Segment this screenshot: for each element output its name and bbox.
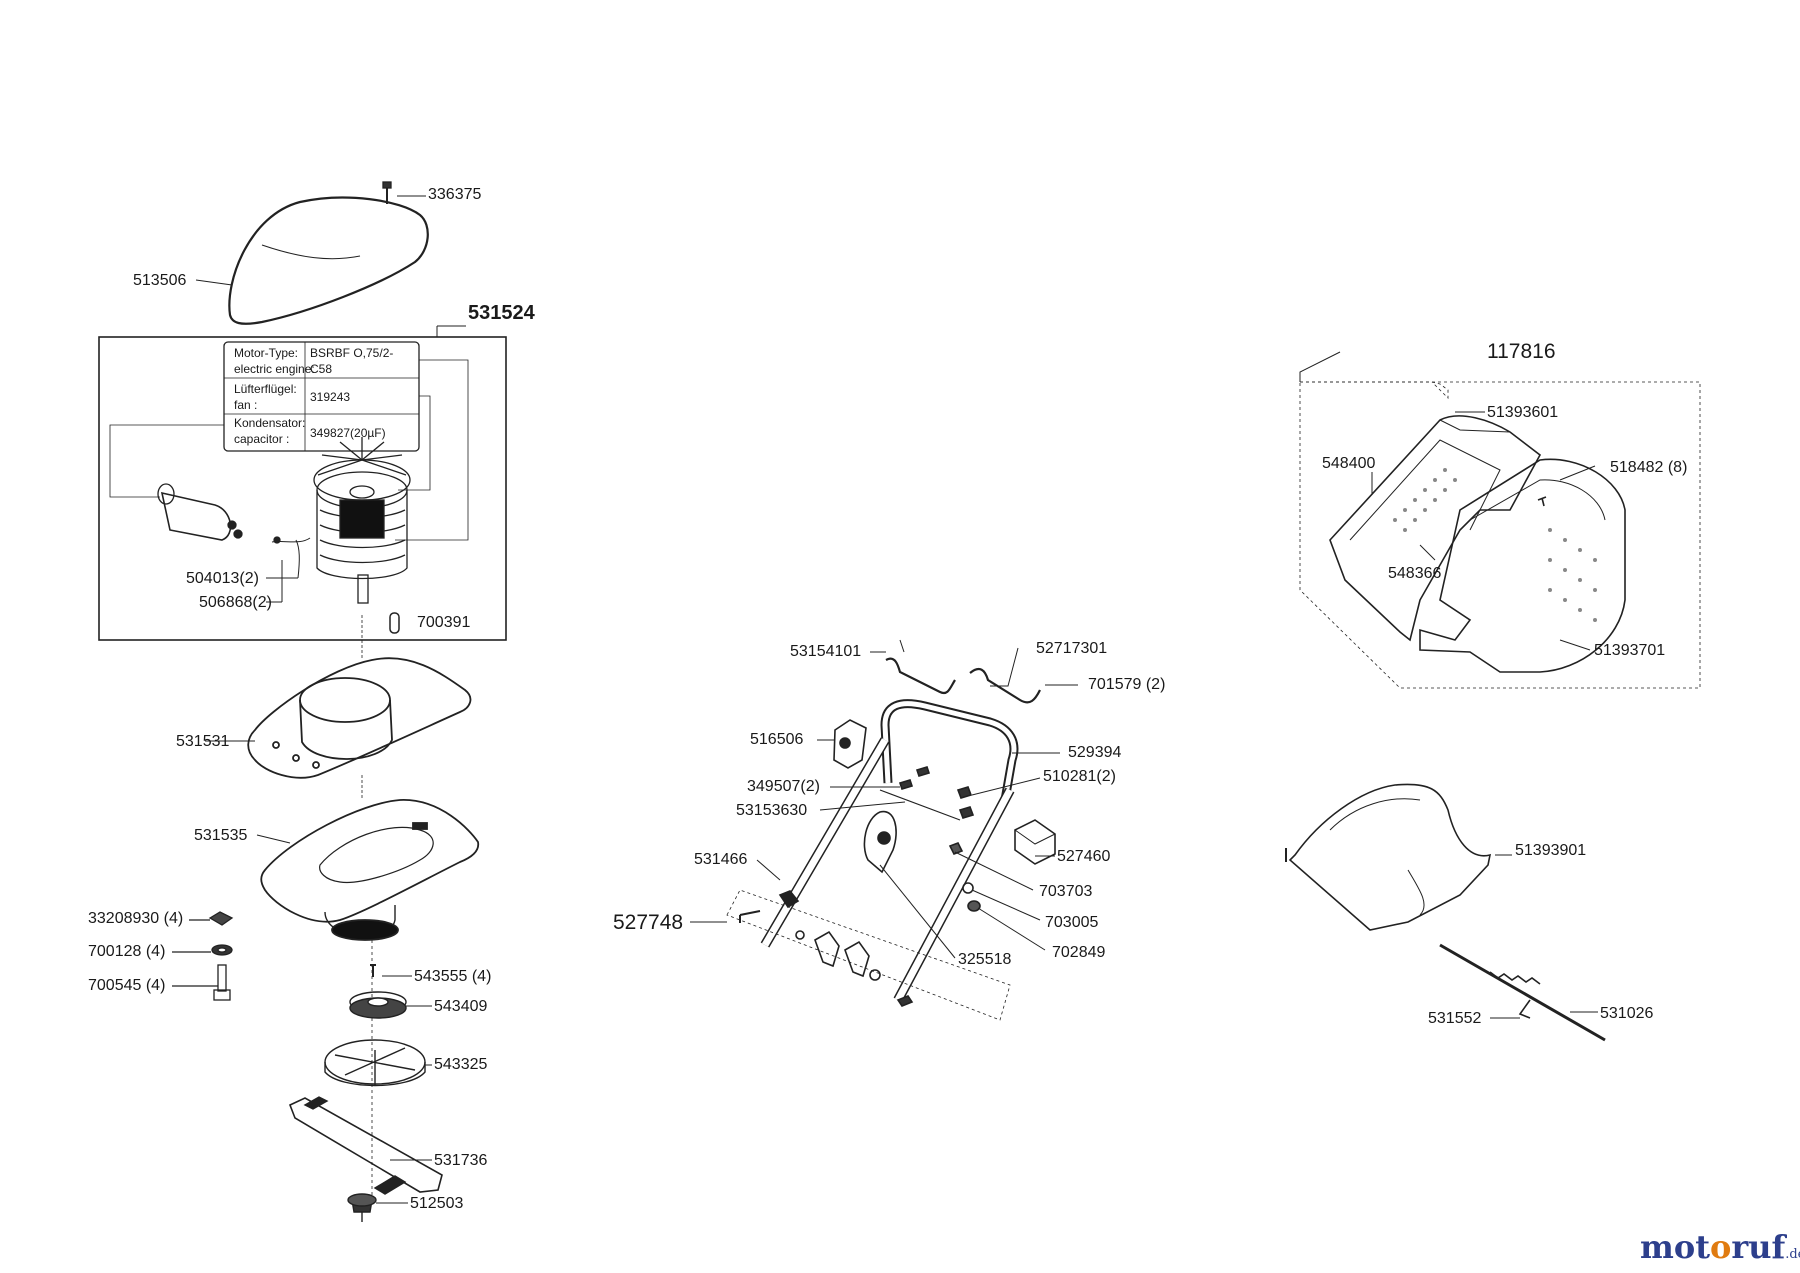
part-label-motor-kit: 531524 xyxy=(468,302,535,324)
motor-type-value-2: C58 xyxy=(310,362,333,376)
part-label: 531535 xyxy=(194,827,248,844)
logo-part: o xyxy=(1709,1228,1732,1266)
part-label: 531736 xyxy=(434,1152,488,1169)
part-label: 504013(2) xyxy=(186,570,259,587)
part-label: 700545 (4) xyxy=(88,977,166,994)
blade-assembly xyxy=(288,940,443,1222)
part-label: 548400 xyxy=(1322,455,1376,472)
upper-housing xyxy=(247,615,472,800)
part-label: 701579 (2) xyxy=(1088,676,1166,693)
part-label: 349507(2) xyxy=(747,778,820,795)
logo-suffix: .de xyxy=(1785,1247,1800,1262)
part-label: 700391 xyxy=(417,614,471,631)
part-label: 33208930 (4) xyxy=(88,910,184,927)
electric-engine-label: electric engine: xyxy=(234,362,315,376)
capacitor-label: Kondensator: xyxy=(234,416,306,430)
part-label: 51393901 xyxy=(1515,842,1587,859)
part-label: 543555 (4) xyxy=(414,968,492,985)
part-label: 531552 xyxy=(1428,1010,1482,1027)
leader-lines-rod xyxy=(1490,1011,1598,1019)
lower-housing xyxy=(260,799,480,941)
part-label: 325518 xyxy=(958,951,1012,968)
leader-lines-catcher xyxy=(1371,411,1596,651)
part-label: 512503 xyxy=(410,1195,464,1212)
part-label: 543325 xyxy=(434,1056,488,1073)
capacitor-label-en: capacitor : xyxy=(234,432,290,446)
part-label: 527460 xyxy=(1057,848,1111,865)
rear-flap xyxy=(1285,783,1492,931)
motoruf-logo: motoruf.de xyxy=(1640,1228,1800,1266)
fan-value: 319243 xyxy=(310,390,351,404)
fan-label-en: fan : xyxy=(234,398,258,412)
part-label: 703703 xyxy=(1039,883,1093,900)
capacitor-value: 349827(20µF) xyxy=(310,426,386,440)
leader-lines-handle xyxy=(690,647,1078,959)
logo-part: ruf xyxy=(1731,1228,1786,1266)
logo-part: mot xyxy=(1640,1228,1710,1266)
fan-label: Lüfterflügel: xyxy=(234,382,297,396)
part-label: 513506 xyxy=(133,272,187,289)
part-label: 516506 xyxy=(750,731,804,748)
part-label: 53154101 xyxy=(790,643,862,660)
part-label: 518482 (8) xyxy=(1610,459,1688,476)
part-label: 531531 xyxy=(176,733,230,750)
part-label: 543409 xyxy=(434,998,488,1015)
part-label: 703005 xyxy=(1045,914,1099,931)
part-label: 506868(2) xyxy=(199,594,272,611)
part-label: 702849 xyxy=(1052,944,1106,961)
motor-kit-box xyxy=(98,325,507,641)
part-label: 529394 xyxy=(1068,744,1122,761)
leader-lines-blade xyxy=(376,975,432,1204)
part-label: 53153630 xyxy=(736,802,808,819)
part-label: 527748 xyxy=(613,911,684,934)
part-label: 548366 xyxy=(1388,565,1442,582)
part-label: 51393701 xyxy=(1594,642,1666,659)
part-label-grass-catcher: 117816 xyxy=(1487,340,1556,363)
motor-type-label: Motor-Type: xyxy=(234,346,299,360)
part-label: 51393601 xyxy=(1487,404,1559,421)
handle-assembly xyxy=(726,639,1056,1021)
electric-motor xyxy=(313,437,411,604)
part-label: 510281(2) xyxy=(1043,768,1116,785)
motor-type-value: BSRBF O,75/2- xyxy=(310,346,394,360)
grass-catcher xyxy=(1299,351,1701,689)
rear-flap-rod xyxy=(1439,943,1606,1042)
part-label: 700128 (4) xyxy=(88,943,166,960)
leader-lines-hood xyxy=(195,195,426,286)
small-parts-left xyxy=(172,911,234,1001)
hood-cover xyxy=(228,181,429,325)
part-label: 336375 xyxy=(428,186,482,203)
part-label: 531466 xyxy=(694,851,748,868)
part-label: 52717301 xyxy=(1036,640,1108,657)
part-label: 531026 xyxy=(1600,1005,1654,1022)
